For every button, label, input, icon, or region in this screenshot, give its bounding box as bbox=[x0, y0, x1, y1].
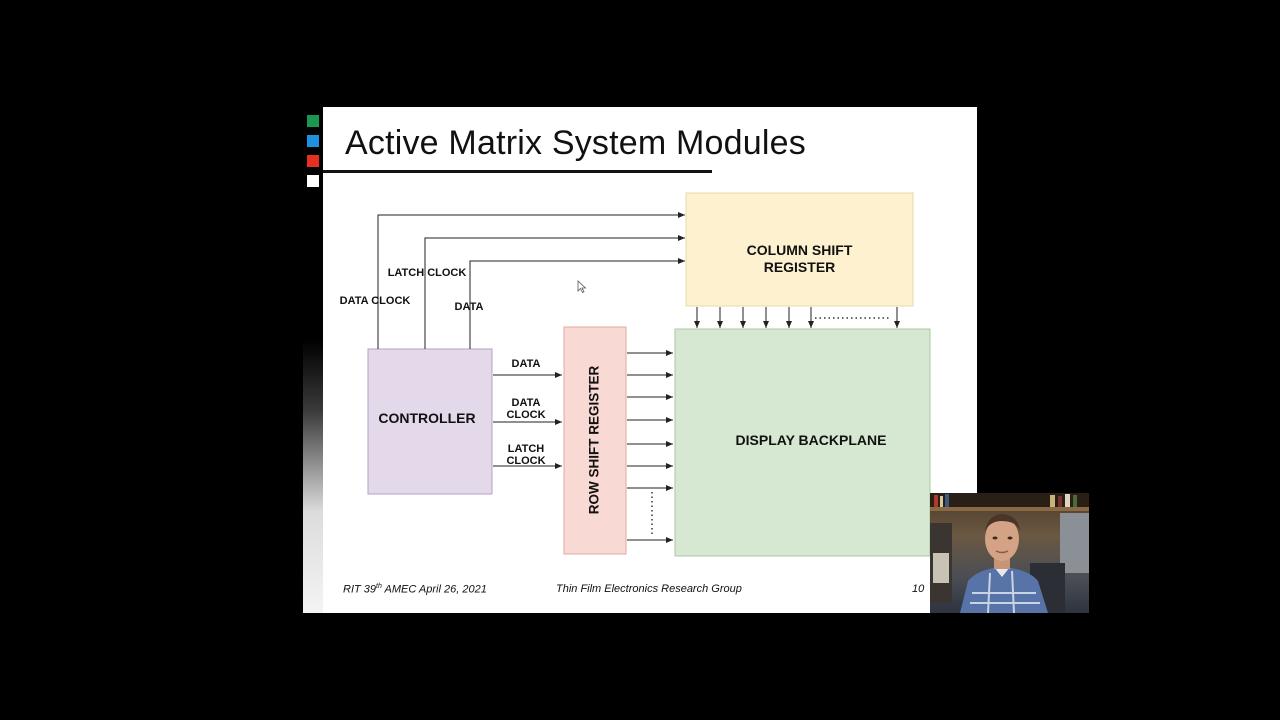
column-shift-register-label-line1: COLUMN SHIFT bbox=[747, 242, 853, 258]
title-underline bbox=[323, 170, 712, 173]
footer-page-number: 10 bbox=[912, 583, 925, 595]
footer-group: Thin Film Electronics Research Group bbox=[556, 583, 742, 595]
row-shift-register-box bbox=[563, 326, 627, 555]
mouse-cursor-icon bbox=[577, 280, 587, 294]
data-clock-label: DATA CLOCK bbox=[340, 295, 411, 307]
data-label: DATA bbox=[455, 301, 484, 313]
controller-label: CONTROLLER bbox=[378, 410, 475, 426]
white-square-icon bbox=[307, 175, 319, 187]
footer-conference: RIT 39th AMEC April 26, 2021 bbox=[343, 583, 487, 596]
row-data-label: DATA bbox=[512, 358, 541, 370]
row-data-clock-label-line2: CLOCK bbox=[506, 409, 545, 421]
data-line bbox=[469, 258, 685, 349]
presenter-webcam bbox=[930, 493, 1089, 613]
row-shift-register-label: ROW SHIFT REGISTER bbox=[587, 365, 602, 514]
latch-clock-label: LATCH CLOCK bbox=[388, 267, 467, 279]
footer-conference-suffix: AMEC April 26, 2021 bbox=[381, 583, 487, 596]
data-clock-line bbox=[377, 212, 685, 349]
latch-clock-line bbox=[424, 235, 685, 349]
slide-side-strip bbox=[303, 107, 323, 613]
blue-square-icon bbox=[307, 135, 319, 147]
row-data-clock-label-line1: DATA bbox=[512, 397, 541, 409]
column-shift-register-box bbox=[685, 192, 914, 307]
row-latch-clock-label-line2: CLOCK bbox=[506, 455, 545, 467]
slide-title: Active Matrix System Modules bbox=[345, 124, 806, 162]
controller-box bbox=[367, 348, 493, 495]
green-square-icon bbox=[307, 115, 319, 127]
column-shift-register-label-line2: REGISTER bbox=[764, 259, 836, 275]
row-latch-clock-label-line1: LATCH bbox=[508, 443, 545, 455]
red-square-icon bbox=[307, 155, 319, 167]
footer-conference-prefix: RIT 39 bbox=[343, 583, 377, 596]
presenter-video-frame bbox=[930, 493, 1089, 613]
footer-conference-sup: th bbox=[376, 583, 382, 590]
display-backplane-box bbox=[674, 328, 931, 557]
display-backplane-label: DISPLAY BACKPLANE bbox=[736, 432, 887, 448]
